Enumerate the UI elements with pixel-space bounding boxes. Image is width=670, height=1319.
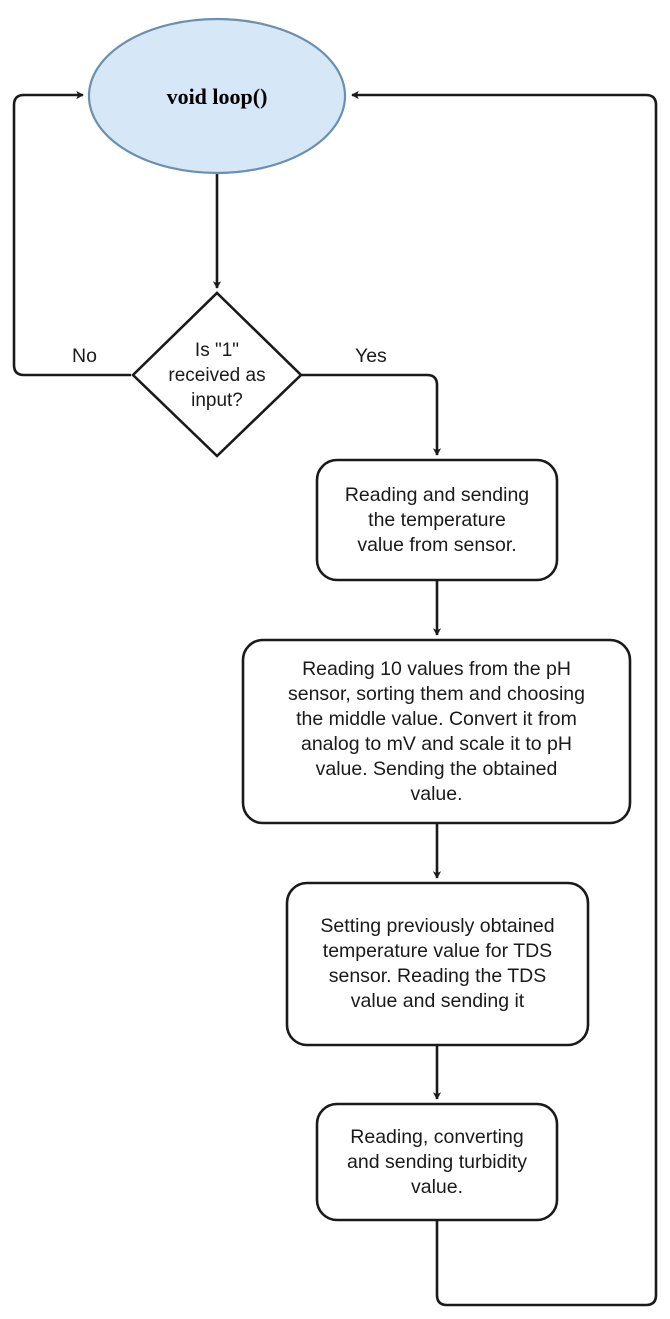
node-start-shape[interactable]: [87, 17, 347, 175]
node-decision-shape[interactable]: [131, 291, 303, 458]
edge-decision-yes-to-temperature: [301, 373, 442, 456]
edge-decision-no-to-start: [12, 90, 131, 377]
node-tds-shape[interactable]: [285, 881, 590, 1047]
edge-label-no: No: [72, 345, 97, 367]
node-turbidity-shape[interactable]: [315, 1102, 559, 1222]
edge-label-yes: Yes: [355, 345, 387, 367]
node-temperature-shape[interactable]: [315, 458, 559, 582]
node-ph-shape[interactable]: [241, 638, 632, 825]
edge-turbidity-to-start-loop: [351, 90, 658, 1307]
